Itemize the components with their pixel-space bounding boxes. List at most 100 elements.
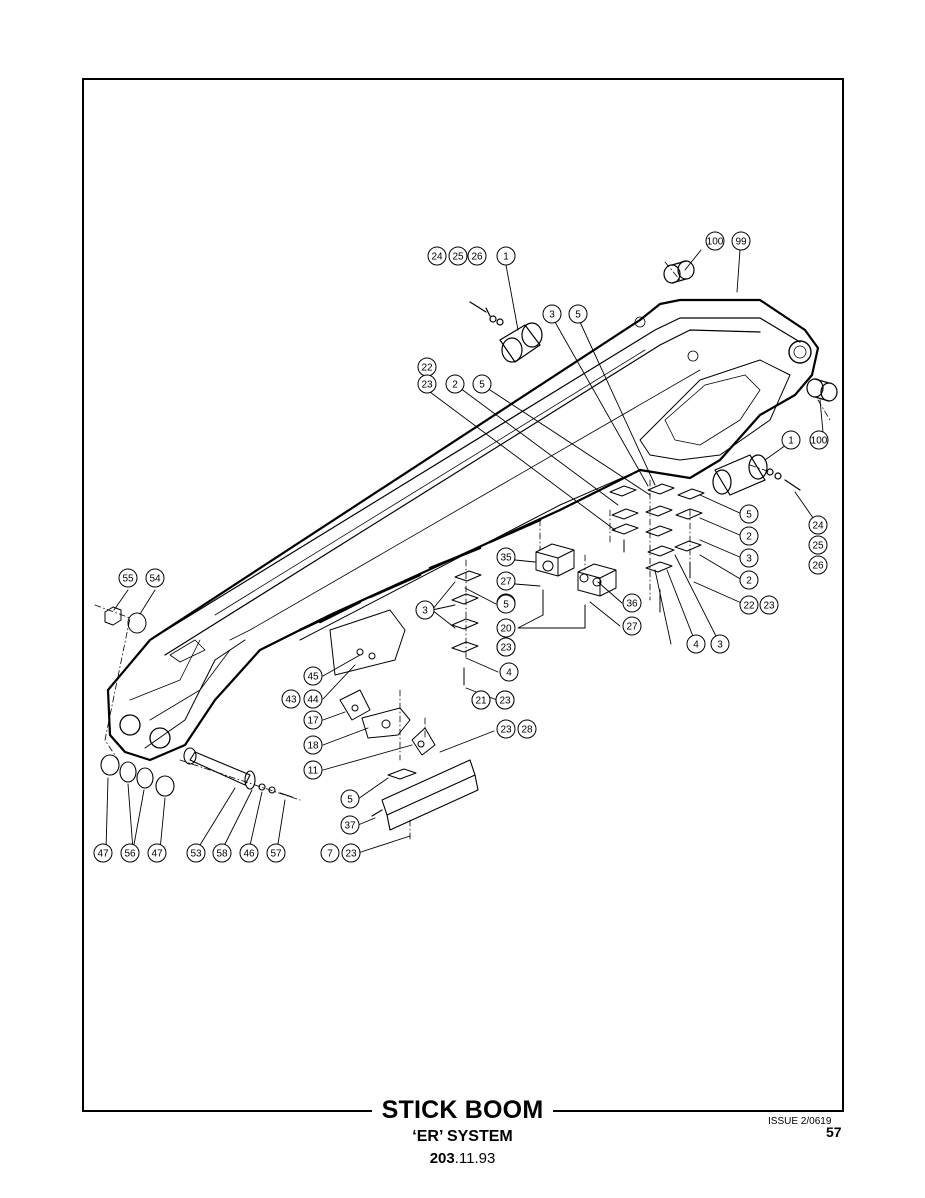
- callout-circle: [467, 246, 487, 266]
- callout-100: 100: [705, 231, 725, 251]
- callout-21: 21: [471, 690, 491, 710]
- callout-circle: [739, 548, 759, 568]
- callout-circle: [517, 719, 537, 739]
- callout-57: 57: [266, 843, 286, 863]
- block-35: [535, 543, 575, 577]
- callout-3: 3: [542, 304, 562, 324]
- callout-35: 35: [496, 547, 516, 567]
- nut-washer: [104, 606, 147, 634]
- callout-label: 100: [707, 237, 724, 248]
- callout-23: 23: [341, 843, 361, 863]
- callout-2: 2: [445, 374, 465, 394]
- callout-23: 23: [417, 374, 437, 394]
- callout-17: 17: [303, 710, 323, 730]
- callout-circle: [445, 374, 465, 394]
- callout-label: 3: [746, 554, 752, 565]
- callout-label: 46: [243, 849, 255, 860]
- callout-label: 17: [307, 716, 319, 727]
- callout-circle: [303, 666, 323, 686]
- callout-label: 3: [717, 640, 723, 651]
- drawing-code-prefix: 203: [429, 1150, 455, 1167]
- callout-label: 5: [347, 795, 353, 806]
- callout-label: 11: [308, 766, 319, 777]
- callout-36: 36: [622, 593, 642, 613]
- callout-22: 22: [417, 357, 437, 377]
- callout-label: 4: [506, 668, 512, 679]
- callout-label: 35: [500, 553, 512, 564]
- callout-label: 23: [500, 643, 512, 654]
- callout-label: 43: [285, 695, 297, 706]
- callout-23: 23: [496, 719, 516, 739]
- callout-circle: [186, 843, 206, 863]
- callout-circle: [340, 789, 360, 809]
- callout-circle: [496, 594, 516, 614]
- callout-label: 26: [471, 252, 483, 263]
- callout-label: 7: [327, 849, 333, 860]
- callout-3: 3: [739, 548, 759, 568]
- drawing-frame: [82, 78, 844, 1112]
- callout-47: 47: [147, 843, 167, 863]
- callout-label: 23: [500, 725, 512, 736]
- callout-label: 54: [149, 574, 161, 585]
- callout-circle: [239, 843, 259, 863]
- callout-circle: [495, 690, 515, 710]
- pin-top-left: [469, 301, 543, 363]
- callout-circle: [303, 710, 323, 730]
- callout-circle: [118, 568, 138, 588]
- callout-circle: [496, 637, 516, 657]
- callout-47: 47: [93, 843, 113, 863]
- center-lines: [94, 261, 831, 841]
- cylinder-37: [371, 759, 479, 831]
- callout-11: 11: [303, 760, 323, 780]
- block-36: [577, 563, 617, 597]
- callout-circle: [808, 535, 828, 555]
- callout-label: 23: [421, 380, 433, 391]
- callout-5: 5: [472, 374, 492, 394]
- bolts: [463, 539, 691, 686]
- page-subtitle: ‘ER’ SYSTEM: [412, 1128, 513, 1145]
- callout-circle: [739, 570, 759, 590]
- callout-24: 24: [427, 246, 447, 266]
- bushing-top: [663, 260, 695, 284]
- bushing-right: [806, 378, 838, 402]
- callout-label: 5: [746, 510, 752, 521]
- callout-circle: [281, 689, 301, 709]
- callout-circle: [759, 595, 779, 615]
- callout-1: 1: [781, 430, 801, 450]
- callout-circle: [622, 616, 642, 636]
- callout-label: 45: [307, 672, 319, 683]
- callout-46: 46: [239, 843, 259, 863]
- callout-4: 4: [499, 662, 519, 682]
- callout-circle: [340, 815, 360, 835]
- title-rule-right: [553, 1110, 844, 1112]
- callout-circle: [731, 231, 751, 251]
- callout-circle: [93, 843, 113, 863]
- callout-23: 23: [496, 637, 516, 657]
- callout-27: 27: [622, 616, 642, 636]
- callout-label: 2: [452, 380, 458, 391]
- callout-label: 27: [500, 577, 512, 588]
- callout-56: 56: [120, 843, 140, 863]
- callout-label: 53: [190, 849, 202, 860]
- callout-label: 24: [812, 521, 824, 532]
- callout-55: 55: [118, 568, 138, 588]
- callout-circle: [496, 246, 516, 266]
- callout-circle: [781, 430, 801, 450]
- callout-circle: [427, 246, 447, 266]
- callout-label: 3: [422, 606, 428, 617]
- callout-circle: [496, 719, 516, 739]
- callout-circle: [739, 595, 759, 615]
- callout-label: 23: [499, 696, 511, 707]
- callout-circle: [448, 246, 468, 266]
- drawing-code-suffix: .11.93: [454, 1150, 496, 1167]
- callout-label: 56: [124, 849, 136, 860]
- callout-circle: [710, 634, 730, 654]
- callout-circle: [415, 600, 435, 620]
- callout-label: 47: [151, 849, 163, 860]
- callout-label: 5: [575, 310, 581, 321]
- callout-label: 100: [811, 436, 828, 447]
- callout-label: 58: [216, 849, 228, 860]
- callout-circle: [303, 760, 323, 780]
- callout-54: 54: [145, 568, 165, 588]
